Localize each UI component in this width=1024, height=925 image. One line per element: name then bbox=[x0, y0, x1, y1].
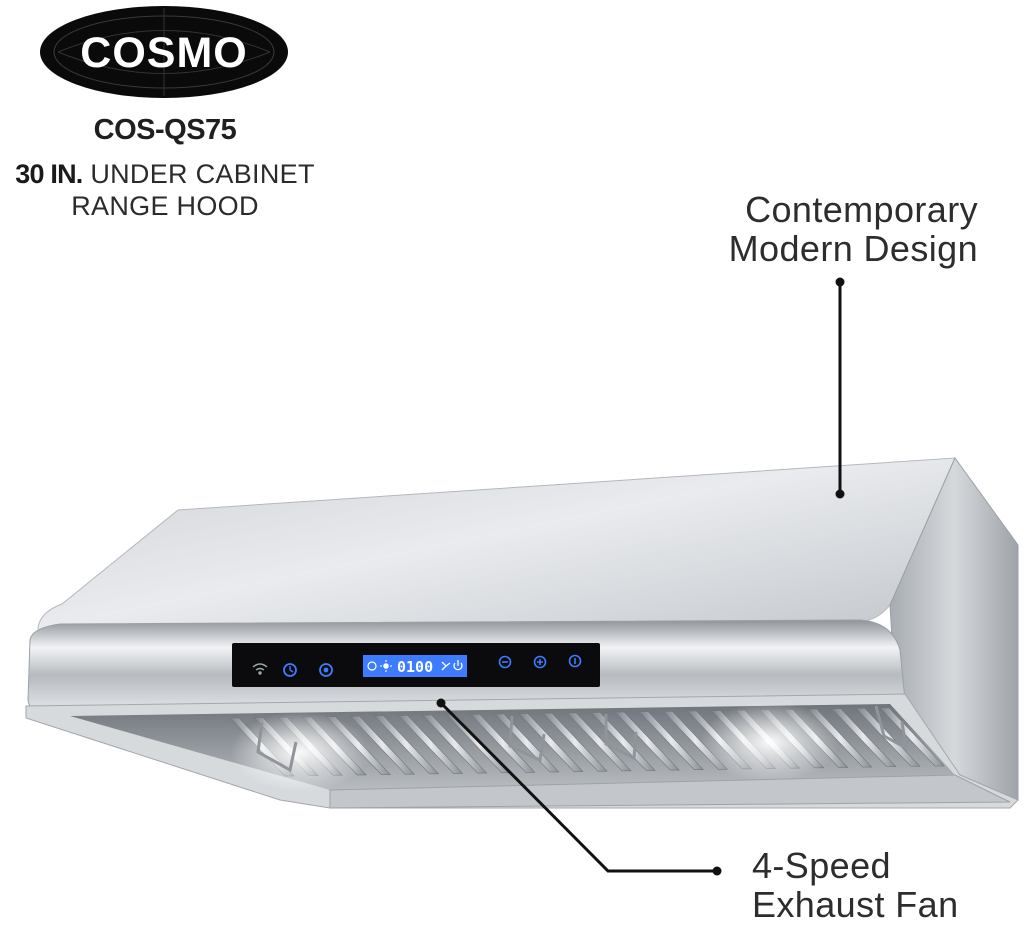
baffle-fin bbox=[614, 711, 680, 771]
product-description: 30 IN. UNDER CABINET RANGE HOOD bbox=[0, 158, 330, 222]
product-type-line2: RANGE HOOD bbox=[71, 191, 259, 221]
design-callout-line2: Modern Design bbox=[728, 228, 978, 269]
sun-icon bbox=[380, 660, 392, 672]
model-number: COS-QS75 bbox=[93, 114, 237, 146]
baffle-fin bbox=[421, 714, 488, 774]
plus-icon bbox=[537, 659, 543, 665]
baffle-fin bbox=[373, 715, 440, 775]
fan-leader-line bbox=[436, 698, 722, 876]
timer-icon bbox=[367, 661, 377, 671]
filter-handles bbox=[256, 705, 908, 773]
design-callout: Contemporary Modern Design bbox=[729, 190, 978, 268]
minus-button[interactable] bbox=[498, 655, 512, 669]
type-line1-text: UNDER CABINET bbox=[90, 159, 315, 189]
plus-button[interactable] bbox=[533, 655, 547, 669]
fan-callout-line2: Exhaust Fan bbox=[752, 884, 959, 925]
design-leader-line bbox=[835, 277, 845, 499]
baffle-fin bbox=[566, 712, 632, 772]
fan-callout-line1: 4-Speed bbox=[752, 845, 891, 886]
baffle-fin bbox=[879, 707, 945, 767]
hood-top-panel bbox=[37, 457, 956, 649]
logo-text: COSMO bbox=[80, 29, 247, 77]
wifi-icon bbox=[252, 663, 268, 675]
baffle-fin bbox=[518, 713, 584, 772]
clock-icon[interactable] bbox=[283, 663, 297, 677]
size-label: 30 IN. bbox=[15, 159, 83, 189]
cosmo-logo: COSMO bbox=[40, 6, 288, 98]
baffle-fin bbox=[831, 708, 897, 768]
baffle-fin bbox=[542, 712, 608, 772]
light-icon[interactable] bbox=[319, 663, 333, 677]
front-rail bbox=[329, 774, 1011, 809]
power-icon bbox=[453, 660, 463, 671]
baffle-fin bbox=[397, 715, 464, 774]
fan-callout: 4-Speed Exhaust Fan bbox=[752, 846, 959, 924]
light-glow-right bbox=[700, 702, 840, 782]
display-value: 0100 bbox=[397, 658, 433, 676]
product-type-line1: 30 IN. UNDER CABINET bbox=[0, 158, 330, 190]
baffle-fin bbox=[470, 713, 536, 773]
baffle-fin bbox=[349, 715, 416, 775]
lcd-display bbox=[363, 655, 467, 677]
design-callout-line1: Contemporary bbox=[745, 189, 978, 230]
light-glow-left bbox=[230, 712, 370, 792]
info-button[interactable] bbox=[568, 654, 582, 668]
baffle-fin bbox=[638, 711, 704, 771]
fan-icon bbox=[441, 661, 451, 671]
